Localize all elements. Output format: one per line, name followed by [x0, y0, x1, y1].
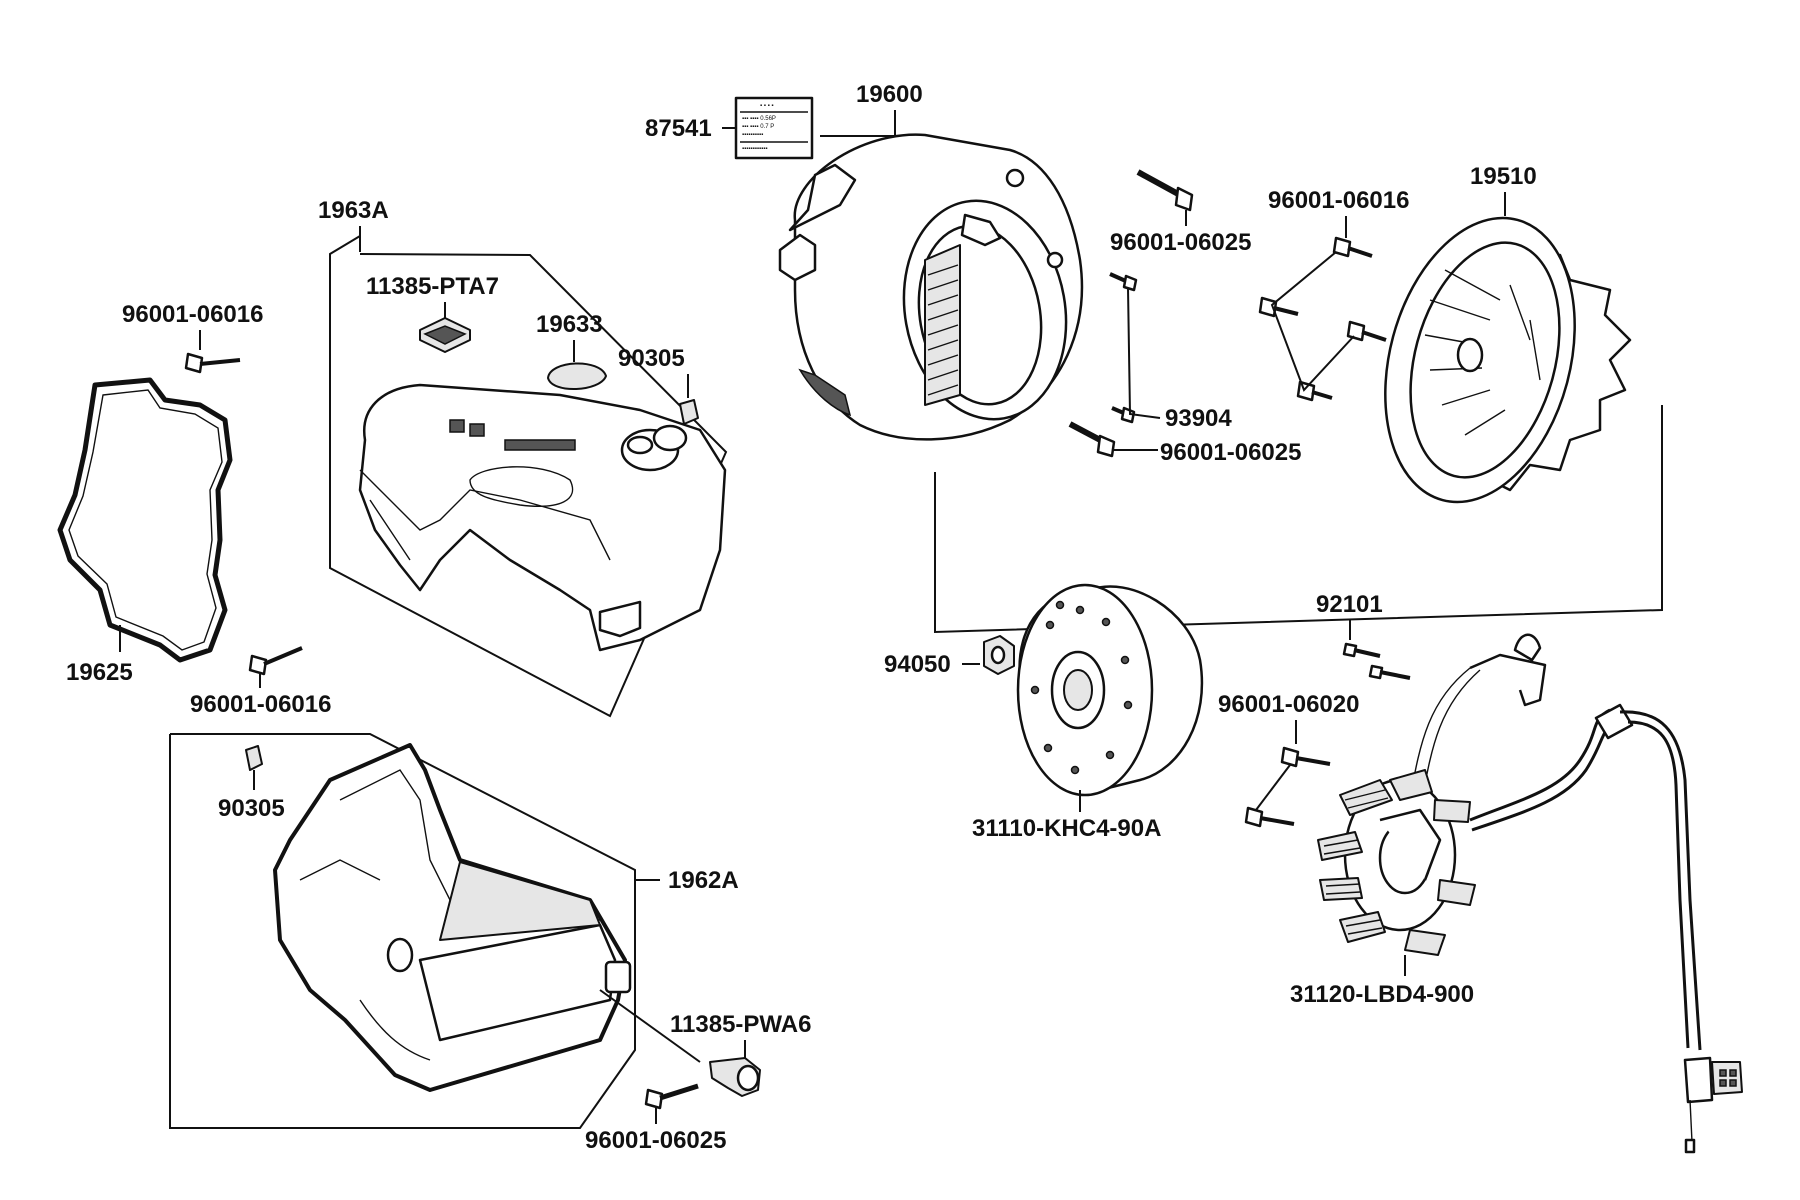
label-96001-06020: 96001-06020 — [1218, 691, 1359, 718]
svg-text:▪▪▪ ▪▪▪▪ 0.56P: ▪▪▪ ▪▪▪▪ 0.56P — [742, 116, 776, 122]
label-94050: 94050 — [884, 651, 951, 678]
bolt-96001-06016-left — [184, 352, 241, 374]
bolt-96001-06025-mid — [1068, 421, 1116, 458]
label-93904: 93904 — [1165, 405, 1232, 432]
cap-19633 — [547, 362, 607, 390]
label-96001-06016-lower: 96001-06016 — [190, 691, 331, 718]
frame-1963A — [329, 235, 728, 718]
label-96001-06016-fan: 96001-06016 — [1268, 187, 1409, 214]
clip-11385-PTA7 — [419, 317, 471, 353]
svg-text:▪▪▪▪▪▪▪▪▪▪▪▪: ▪▪▪▪▪▪▪▪▪▪▪▪ — [742, 146, 768, 152]
stator-coil — [1317, 633, 1743, 1154]
leader-19600 — [820, 110, 896, 137]
label-19625: 19625 — [66, 659, 133, 686]
label-90305-lower: 90305 — [218, 795, 285, 822]
gasket-19625 — [57, 377, 233, 663]
bolt-96001-06025-top — [1136, 169, 1194, 212]
screw-93904-upper — [1109, 272, 1138, 292]
bolts-96001-06020 — [1244, 746, 1331, 828]
label-31110-KHC4-90A: 31110-KHC4-90A — [972, 815, 1161, 842]
leader-11385-PWA6-line — [599, 989, 701, 1063]
label-96001-06016-left: 96001-06016 — [122, 301, 263, 328]
frame-rotor — [934, 405, 1663, 634]
label-92101: 92101 — [1316, 591, 1383, 618]
bolt-96001-06025-bottom — [644, 1083, 699, 1110]
lower-cooling-cover — [273, 743, 632, 1092]
label-11385-PWA6: 11385-PWA6 — [670, 1011, 811, 1038]
warning-sticker — [734, 96, 814, 160]
svg-text:▪▪▪▪▪▪▪▪▪▪: ▪▪▪▪▪▪▪▪▪▪ — [742, 132, 763, 138]
flywheel-rotor — [1016, 583, 1204, 797]
label-96001-06025-bottom: 96001-06025 — [585, 1127, 726, 1154]
label-1963A: 1963A — [318, 197, 389, 224]
label-19633: 19633 — [536, 311, 603, 338]
leader-93904 — [1127, 287, 1161, 419]
screws-92101 — [1342, 642, 1411, 680]
clamp-11385-PWA6 — [709, 1057, 761, 1097]
nut-90305-upper — [679, 399, 699, 425]
label-19600: 19600 — [856, 81, 923, 108]
svg-text:▪▪▪ ▪▪▪▪ 0.7 P: ▪▪▪ ▪▪▪▪ 0.7 P — [742, 124, 774, 130]
label-11385-PTA7: 11385-PTA7 — [366, 273, 499, 300]
label-90305-upper: 90305 — [618, 345, 685, 372]
label-96001-06025-top: 96001-06025 — [1110, 229, 1251, 256]
label-31120-LBD4-900: 31120-LBD4-900 — [1290, 981, 1474, 1008]
cooling-fan — [1384, 216, 1632, 504]
label-19510: 19510 — [1470, 163, 1537, 190]
bolt-96001-06016-lower — [248, 646, 303, 676]
nut-90305-lower — [245, 745, 263, 771]
upper-cooling-cover — [358, 383, 727, 652]
fan-shroud — [778, 133, 1084, 441]
label-1962A: 1962A — [668, 867, 739, 894]
label-96001-06025-mid: 96001-06025 — [1160, 439, 1301, 466]
nut-94050 — [983, 635, 1015, 675]
svg-text:▪ ▪ ▪ ▪: ▪ ▪ ▪ ▪ — [760, 103, 774, 109]
frame-1962A — [169, 733, 636, 1129]
label-87541: 87541 — [645, 115, 712, 142]
